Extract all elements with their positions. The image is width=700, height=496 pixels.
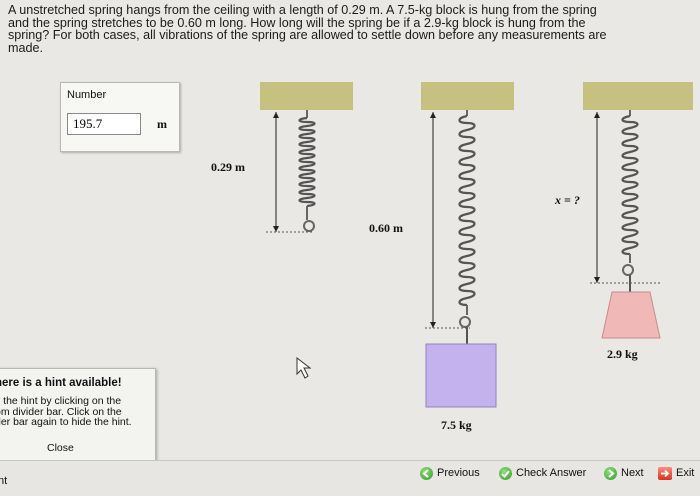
- next-label: Next: [621, 467, 644, 479]
- hint-panel: here is a hint available! v the hint by …: [0, 368, 156, 462]
- answer-unit: m: [157, 117, 167, 131]
- exit-label: Exit: [676, 467, 695, 479]
- question-line: spring? For both cases, all vibrations o…: [8, 28, 607, 42]
- exit-button[interactable]: Exit: [658, 465, 694, 481]
- next-button[interactable]: Next: [604, 465, 644, 481]
- hint-title: here is a hint available!: [0, 377, 122, 389]
- hint-close-button[interactable]: Close: [47, 442, 74, 454]
- previous-label: Previous: [437, 467, 480, 479]
- next-arrow-icon: [604, 466, 617, 480]
- previous-arrow-icon: [420, 466, 433, 480]
- question-line: A unstretched spring hangs from the ceil…: [8, 3, 597, 17]
- block-7-5kg: [425, 343, 497, 408]
- hint-text: v the hint by clicking on the om divider…: [0, 395, 132, 428]
- exit-arrow-icon: [658, 466, 672, 480]
- block-2-9kg: [601, 291, 661, 339]
- spring2-length-label: 0.60 m: [369, 221, 403, 235]
- spring3-length-label: x = ?: [555, 193, 580, 207]
- ceiling-2: [421, 82, 514, 110]
- block1-mass-label: 7.5 kg: [441, 418, 472, 432]
- check-answer-label: Check Answer: [516, 467, 587, 479]
- question-line: and the spring stretches to be 0.60 m lo…: [8, 15, 586, 30]
- spring-2: [425, 110, 497, 408]
- ceiling-3: [583, 82, 693, 110]
- spring-1: [266, 110, 316, 233]
- block2-mass-label: 2.9 kg: [607, 347, 638, 361]
- answer-label: Number: [67, 89, 107, 101]
- check-answer-button[interactable]: Check Answer: [499, 465, 586, 481]
- spring-3: [590, 110, 661, 339]
- previous-button[interactable]: Previous: [420, 465, 480, 481]
- answer-panel: Number m: [60, 82, 180, 152]
- question-text: A unstretched spring hangs from the ceil…: [8, 4, 688, 54]
- question-line: made.: [8, 40, 44, 55]
- bottom-left-text: nt: [0, 475, 8, 487]
- answer-input[interactable]: [67, 113, 141, 135]
- mouse-cursor-icon: [296, 356, 312, 379]
- bottom-navigation-bar: nt Previous Check Answer Next Exit: [0, 460, 700, 496]
- spring1-length-label: 0.29 m: [211, 160, 245, 174]
- ceiling-1: [260, 82, 353, 110]
- checkmark-icon: [499, 466, 512, 480]
